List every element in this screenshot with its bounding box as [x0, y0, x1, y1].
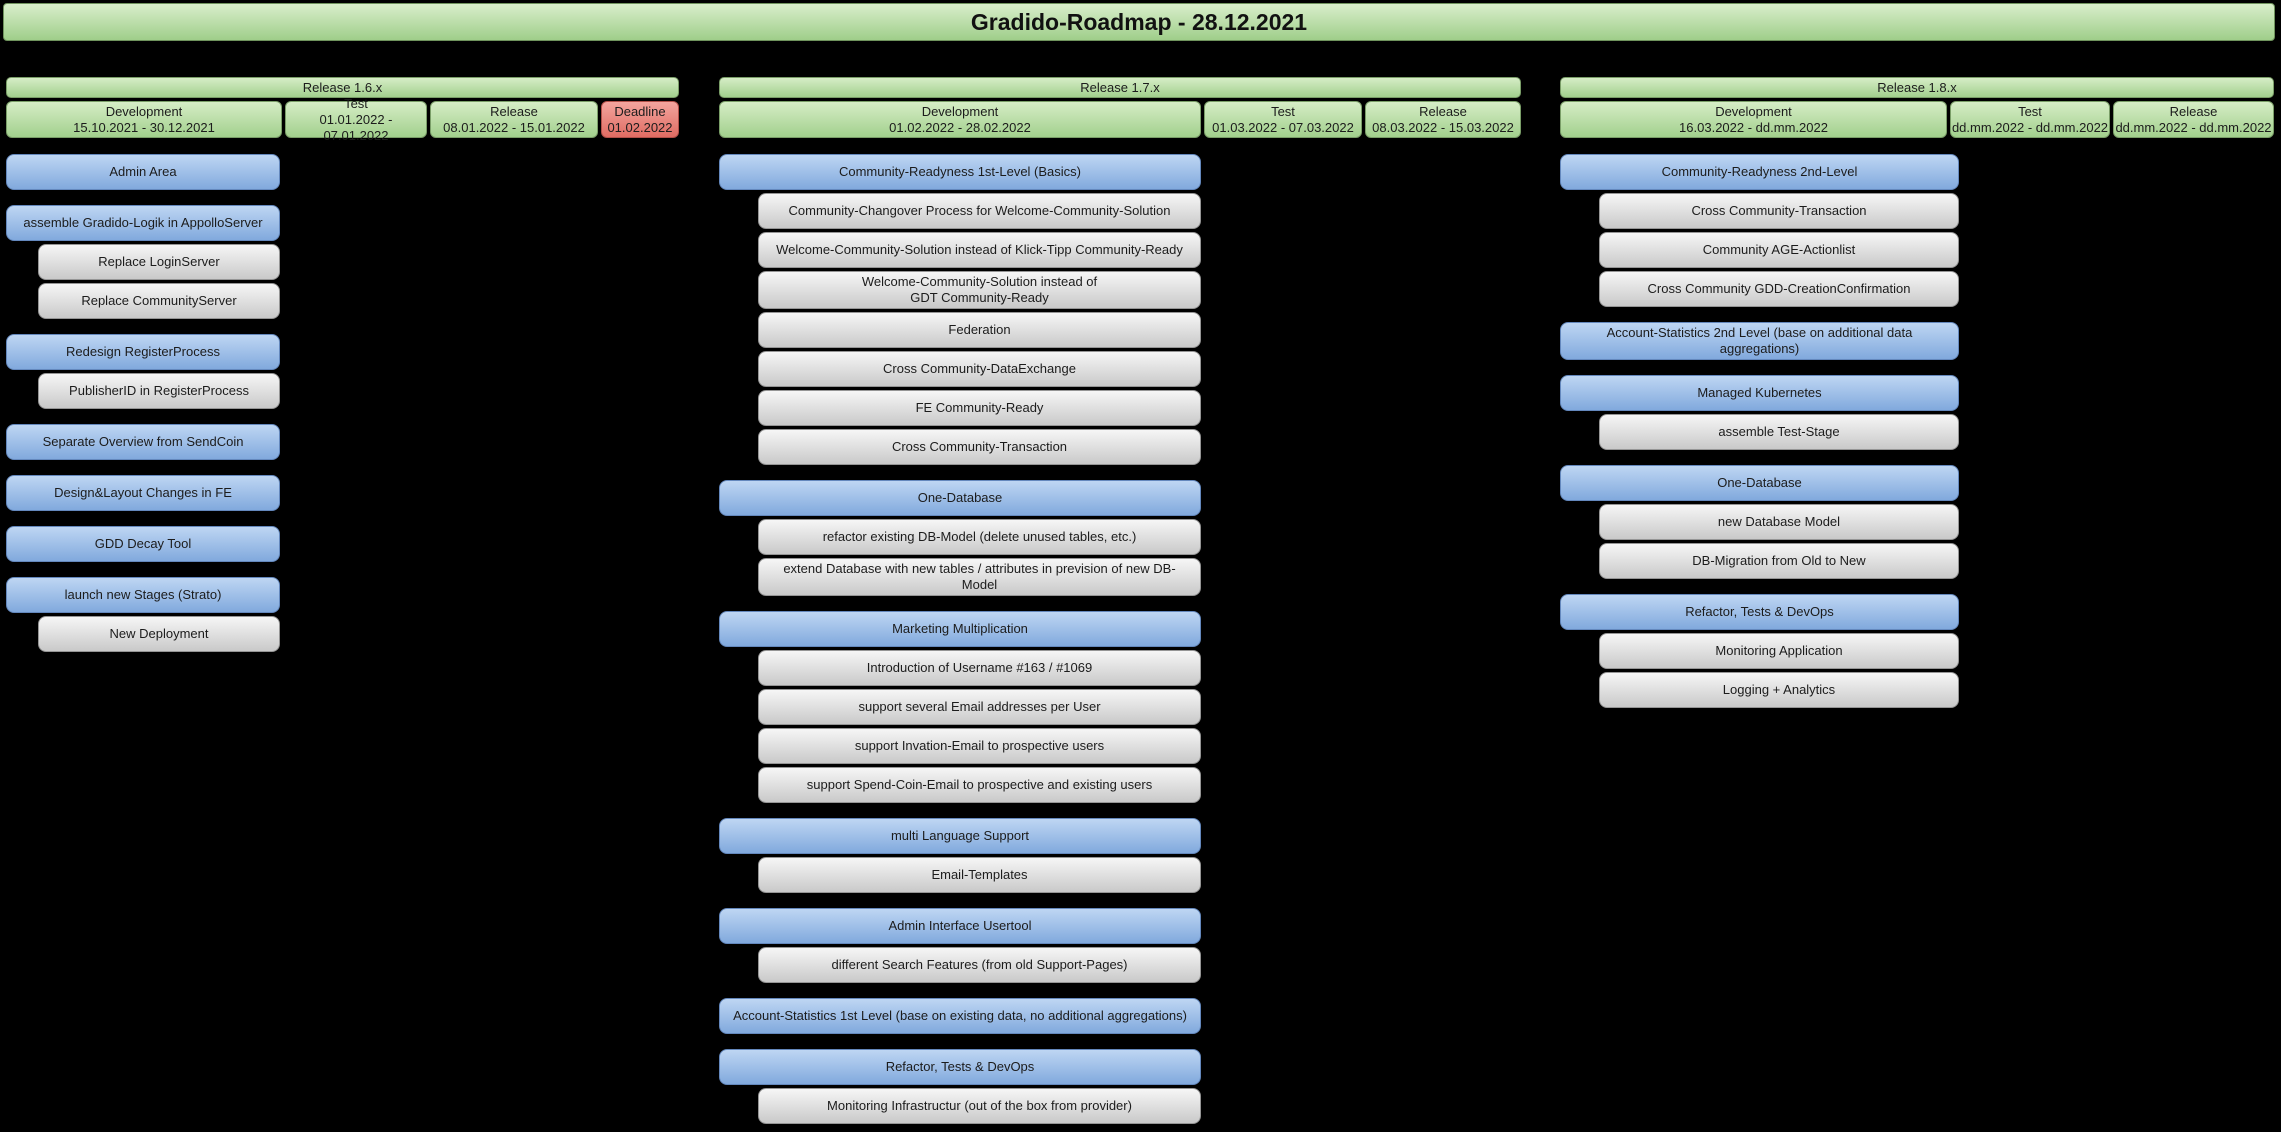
roadmap-epic-item: Design&Layout Changes in FE: [6, 475, 280, 511]
roadmap-task-item: Logging + Analytics: [1599, 672, 1959, 708]
roadmap-epic-item: Community-Readyness 2nd-Level: [1560, 154, 1959, 190]
roadmap-epic-item: Admin Area: [6, 154, 280, 190]
roadmap-epic-item: assemble Gradido-Logik in AppolloServer: [6, 205, 280, 241]
roadmap-task-item: Federation: [758, 312, 1201, 348]
roadmap-task-item: Community AGE-Actionlist: [1599, 232, 1959, 268]
phase-dates: dd.mm.2022 - dd.mm.2022: [1951, 119, 2109, 135]
roadmap-task-item: Cross Community-Transaction: [758, 429, 1201, 465]
phase-dates: 16.03.2022 - dd.mm.2022: [1679, 119, 1828, 135]
roadmap-task-item: support Invation-Email to prospective us…: [758, 728, 1201, 764]
roadmap-task-item: Replace LoginServer: [38, 244, 280, 280]
roadmap-task-item: refactor existing DB-Model (delete unuse…: [758, 519, 1201, 555]
phase-label: Development: [1715, 103, 1792, 119]
roadmap-task-item: Cross Community-DataExchange: [758, 351, 1201, 387]
phase-dates: 15.10.2021 - 30.12.2021: [73, 119, 215, 135]
roadmap-epic-item: Redesign RegisterProcess: [6, 334, 280, 370]
phase-label: Release: [1419, 103, 1467, 119]
phase-label: Deadline: [614, 103, 666, 119]
roadmap-epic-item: One-Database: [719, 480, 1201, 516]
roadmap-task-item: Email-Templates: [758, 857, 1201, 893]
roadmap-epic-item: Admin Interface Usertool: [719, 908, 1201, 944]
phase-dates: 08.01.2022 - 15.01.2022: [443, 119, 585, 135]
roadmap-title-bar: Gradido-Roadmap - 28.12.2021: [3, 3, 2275, 41]
phase-dates: 01.02.2022: [607, 119, 673, 135]
phase-label: Release: [490, 103, 538, 119]
phase-dates: dd.mm.2022 - dd.mm.2022: [2115, 119, 2272, 135]
roadmap-epic-item: Managed Kubernetes: [1560, 375, 1959, 411]
phase-label: Test: [344, 95, 368, 111]
roadmap-epic-item: One-Database: [1560, 465, 1959, 501]
roadmap-epic-item: Refactor, Tests & DevOps: [719, 1049, 1201, 1085]
roadmap-task-item: Introduction of Username #163 / #1069: [758, 650, 1201, 686]
roadmap-task-item: extend Database with new tables / attrib…: [758, 558, 1201, 596]
roadmap-task-item: Cross Community-Transaction: [1599, 193, 1959, 229]
roadmap-task-item: New Deployment: [38, 616, 280, 652]
release-header: Release 1.7.x: [719, 77, 1521, 98]
roadmap-task-item: Welcome-Community-Solution instead of Kl…: [758, 232, 1201, 268]
roadmap-task-item: Monitoring Application: [1599, 633, 1959, 669]
roadmap-task-item: Community-Changover Process for Welcome-…: [758, 193, 1201, 229]
roadmap-task-item: Cross Community GDD-CreationConfirmation: [1599, 271, 1959, 307]
roadmap-task-item: support several Email addresses per User: [758, 689, 1201, 725]
roadmap-task-item: FE Community-Ready: [758, 390, 1201, 426]
roadmap-epic-item: Community-Readyness 1st-Level (Basics): [719, 154, 1201, 190]
roadmap-task-item: Monitoring Infrastructur (out of the box…: [758, 1088, 1201, 1124]
roadmap-task-item: Welcome-Community-Solution instead of GD…: [758, 271, 1201, 309]
phase-label: Release: [2169, 103, 2218, 119]
phase-dates: 08.03.2022 - 15.03.2022: [1372, 119, 1514, 135]
phase-label: Development: [105, 103, 183, 119]
roadmap-epic-item: Separate Overview from SendCoin: [6, 424, 280, 460]
release-header: Release 1.6.x: [6, 77, 679, 98]
phase-dates: 01.01.2022 - 07.01.2022: [319, 111, 393, 143]
release-header: Release 1.8.x: [1560, 77, 2274, 98]
roadmap-epic-item: GDD Decay Tool: [6, 526, 280, 562]
roadmap-epic-item: Account-Statistics 2nd Level (base on ad…: [1560, 322, 1959, 360]
roadmap-task-item: different Search Features (from old Supp…: [758, 947, 1201, 983]
phase-label: Development: [921, 103, 999, 119]
roadmap-epic-item: Account-Statistics 1st Level (base on ex…: [719, 998, 1201, 1034]
roadmap-task-item: assemble Test-Stage: [1599, 414, 1959, 450]
phase-dates: 01.03.2022 - 07.03.2022: [1212, 119, 1354, 135]
roadmap-task-item: Replace CommunityServer: [38, 283, 280, 319]
roadmap-task-item: support Spend-Coin-Email to prospective …: [758, 767, 1201, 803]
phase-label: Test: [1271, 103, 1295, 119]
page-title: Gradido-Roadmap - 28.12.2021: [970, 8, 1308, 35]
roadmap-task-item: DB-Migration from Old to New: [1599, 543, 1959, 579]
phase-label: Test: [2018, 103, 2042, 119]
roadmap-epic-item: Marketing Multiplication: [719, 611, 1201, 647]
roadmap-epic-item: multi Language Support: [719, 818, 1201, 854]
roadmap-epic-item: launch new Stages (Strato): [6, 577, 280, 613]
roadmap-task-item: PublisherID in RegisterProcess: [38, 373, 280, 409]
roadmap-task-item: new Database Model: [1599, 504, 1959, 540]
phase-dates: 01.02.2022 - 28.02.2022: [889, 119, 1031, 135]
roadmap-epic-item: Refactor, Tests & DevOps: [1560, 594, 1959, 630]
